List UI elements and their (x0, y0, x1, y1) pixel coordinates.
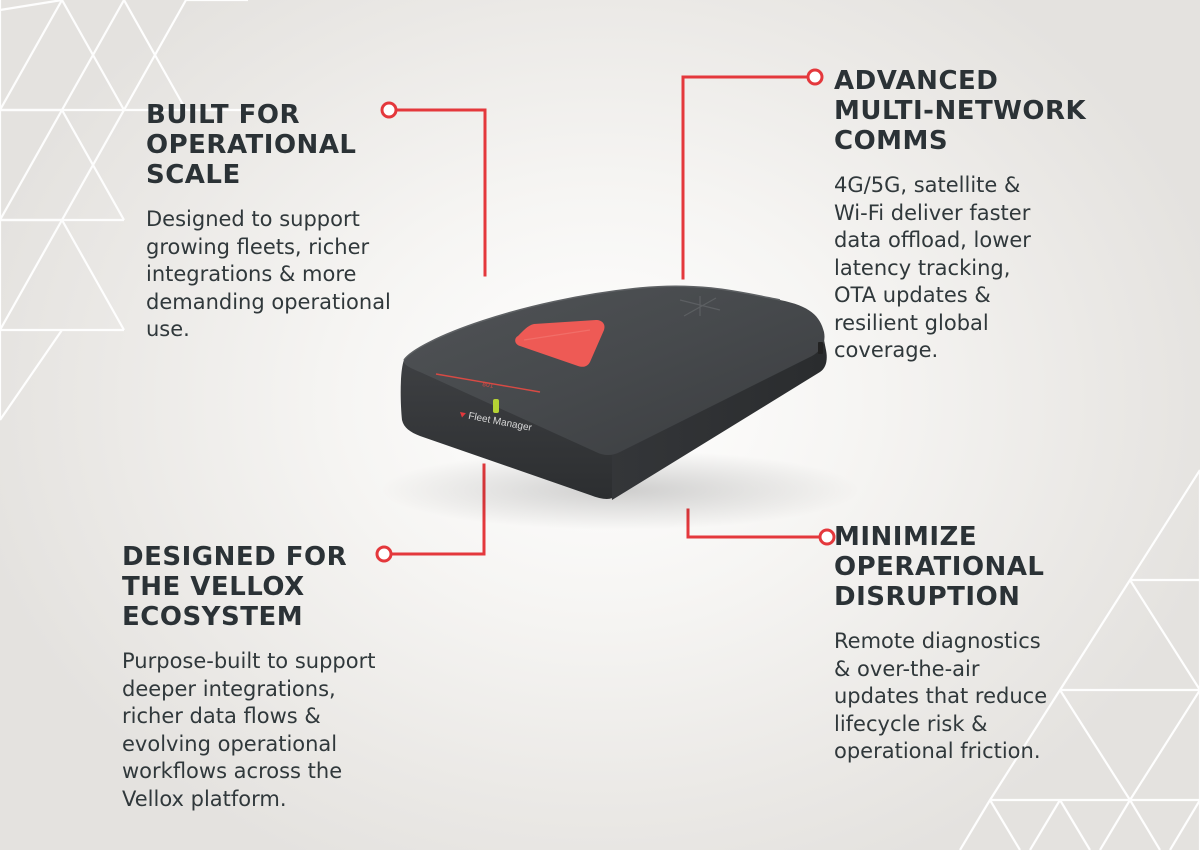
body-line: updates that reduce (834, 684, 1048, 708)
body-line: workflows across the (122, 759, 343, 783)
body-line: Wi-Fi deliver faster (834, 200, 1031, 225)
heading-line: MINIMIZE (834, 522, 978, 552)
body-line: 4G/5G, satellite & (834, 173, 1021, 197)
callout-heading: ADVANCED MULTI-NETWORK COMMS (834, 66, 1164, 156)
body-line: operational friction. (834, 739, 1041, 763)
body-line: demanding operational (146, 289, 391, 314)
heading-line: OPERATIONAL (834, 552, 1045, 582)
heading-line: OPERATIONAL (146, 130, 357, 160)
body-line: richer data flows & (122, 704, 321, 728)
body-line: resilient global (834, 310, 989, 335)
callout-multi-network-comms: ADVANCED MULTI-NETWORK COMMS 4G/5G, sate… (834, 66, 1164, 365)
body-line: Remote diagnostics (834, 629, 1041, 653)
body-line: growing fleets, richer (146, 234, 370, 259)
device-logo-mark-icon (460, 412, 466, 418)
body-line: Vellox platform. (122, 786, 287, 811)
leader-dot-bottom-right (818, 528, 836, 546)
device-small-label: 801 (482, 381, 495, 390)
heading-line: BUILT FOR (146, 100, 301, 130)
leader-dot-bottom-left (375, 545, 393, 563)
heading-line: THE VELLOX (122, 572, 305, 602)
callout-body: 4G/5G, satellite & Wi-Fi deliver faster … (834, 172, 1164, 365)
callout-operational-scale: BUILT FOR OPERATIONAL SCALE Designed to … (146, 100, 466, 344)
body-line: coverage. (834, 338, 939, 362)
device-front-panel (400, 360, 612, 499)
heading-line: COMMS (834, 126, 949, 156)
body-line: Designed to support (146, 207, 360, 231)
callout-heading: DESIGNED FOR THE VELLOX ECOSYSTEM (122, 542, 462, 632)
callout-vellox-ecosystem: DESIGNED FOR THE VELLOX ECOSYSTEM Purpos… (122, 542, 462, 813)
callout-body: Purpose-built to support deeper integrat… (122, 648, 462, 813)
leader-line-top-right (681, 75, 810, 280)
body-line: Purpose-built to support (122, 649, 376, 673)
leader-dot-top-right (806, 68, 824, 86)
leader-dot-top-left (380, 101, 398, 119)
heading-line: DISRUPTION (834, 582, 1021, 612)
callout-heading: BUILT FOR OPERATIONAL SCALE (146, 100, 466, 190)
callout-body: Designed to support growing fleets, rich… (146, 206, 466, 344)
heading-line: ECOSYSTEM (122, 602, 304, 632)
body-line: data offload, lower (834, 228, 1031, 252)
body-line: integrations & more (146, 262, 357, 286)
body-line: OTA updates & (834, 283, 991, 307)
heading-line: MULTI-NETWORK (834, 96, 1087, 126)
callout-minimize-disruption: MINIMIZE OPERATIONAL DISRUPTION Remote d… (834, 522, 1154, 766)
body-line: use. (146, 317, 190, 341)
callout-body: Remote diagnostics & over-the-air update… (834, 628, 1154, 766)
body-line: latency tracking, (834, 255, 1011, 280)
heading-line: SCALE (146, 160, 241, 190)
callout-heading: MINIMIZE OPERATIONAL DISRUPTION (834, 522, 1154, 612)
body-line: deeper integrations, (122, 676, 336, 701)
leader-line-top-left (394, 108, 487, 277)
device-top-panel (403, 286, 825, 455)
body-line: evolving operational (122, 731, 338, 756)
heading-line: DESIGNED FOR (122, 542, 348, 572)
body-line: lifecycle risk & (834, 711, 988, 736)
body-line: & over-the-air (834, 656, 980, 681)
heading-line: ADVANCED (834, 66, 999, 96)
status-led-icon (493, 399, 499, 413)
